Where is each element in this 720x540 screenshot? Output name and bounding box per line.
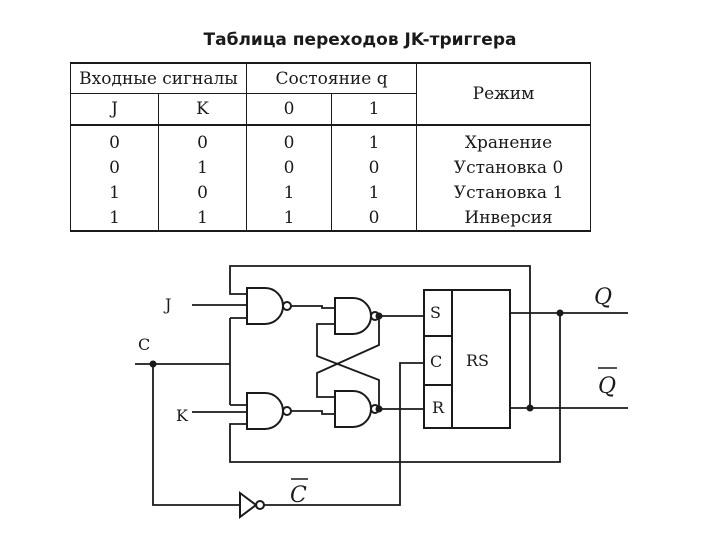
table-row: 1 1 1 0 Инверсия [70,205,592,231]
cell-q1: 1 [331,180,418,206]
cell-q1: 1 [331,125,418,156]
cell-q1: 0 [331,155,418,181]
nand-gate-j [246,287,284,325]
cell-q1: 0 [331,205,418,231]
cell-k: 1 [157,155,248,181]
output-qbar-label: Q [598,374,616,399]
cell-j: 1 [70,180,159,206]
rs-label-title: RS [466,351,489,370]
inverter-c [239,491,258,519]
c-bar-label: C [290,483,307,508]
cell-q0: 0 [246,155,333,181]
label-j: J [163,295,171,314]
cell-mode: Инверсия [416,205,592,231]
table-title: Таблица переходов JK-триггера [203,30,517,50]
table-row: 0 0 0 1 Хранение [70,125,592,156]
cell-mode: Установка 1 [416,180,592,206]
cell-j: 0 [70,155,159,181]
cell-k: 0 [157,125,248,156]
nand-gate-latch-bottom [334,390,372,428]
cell-j: 0 [70,125,159,156]
rs-label-c: C [430,352,442,371]
col-q1: 1 [331,93,418,125]
rs-label-s: S [430,303,441,322]
inverter-bubble [282,406,292,416]
rs-label-r: R [432,398,445,417]
cell-mode: Хранение [416,125,592,156]
label-k: K [176,406,189,425]
header-inputs: Входные сигналы [69,63,248,94]
rs-trigger-block [423,289,511,429]
cell-k: 0 [157,180,248,206]
header-mode: Режим [416,63,592,125]
output-q-label: Q [594,285,612,310]
junction-dots [149,309,564,413]
col-j: J [70,93,159,125]
nand-gate-latch-top [334,297,372,335]
label-c: C [138,335,150,354]
nand-gate-k [246,392,284,430]
header-state: Состояние q [246,63,418,94]
table-row: 0 1 0 0 Установка 0 [70,155,592,181]
inverter-bubble [282,301,292,311]
cell-mode: Установка 0 [416,155,592,181]
cell-j: 1 [70,205,159,231]
cell-k: 1 [157,205,248,231]
cell-q0: 1 [246,205,333,231]
table-row: 1 0 1 1 Установка 1 [70,180,592,206]
wires [135,265,628,506]
col-k: K [157,93,248,125]
transition-table: Входные сигналы Состояние q Режим J K 0 … [69,62,592,232]
